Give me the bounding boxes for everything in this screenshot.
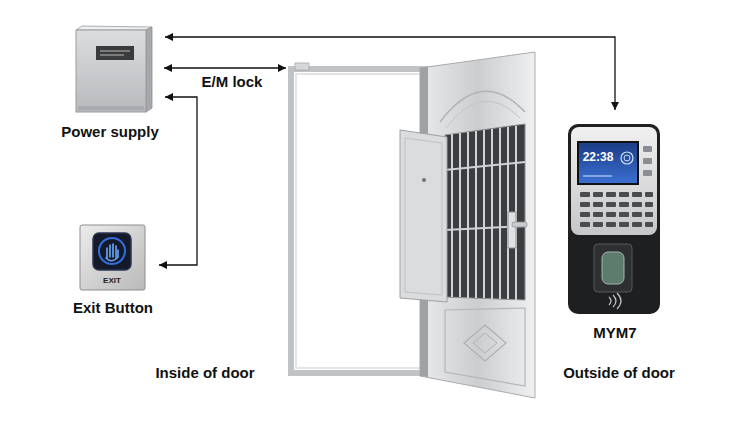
door-leaf-part [508,212,516,248]
exit-button-plate [80,225,145,290]
fingerprint-terminal-part [594,244,632,292]
door-leaf-part [445,124,525,300]
button-caption: EXIT [103,276,121,286]
power-supply-box-part [100,55,124,56]
side-label: Outside of door [563,364,675,382]
open-window-panel-part [400,130,447,302]
node-label: MYM7 [591,324,638,343]
exit-button-plate-part [93,233,131,270]
keypad-part [606,192,616,197]
fingerprint-terminal-part [602,252,624,284]
fingerprint-terminal-part [578,142,638,184]
keypad-part [580,222,590,227]
exit-button-node: Exit Button [67,222,159,318]
keypad [580,192,653,227]
keypad-part [619,212,629,217]
keypad-part [632,212,642,217]
keypad-part [619,222,629,227]
keypad-part [580,202,590,207]
keypad-part [593,202,603,207]
power-supply-box-part [100,51,130,52]
door-leaf-part [452,126,516,300]
fingerprint-terminal [568,124,660,314]
exit-button-plate-part [99,238,125,264]
power-supply-node: Power supply [55,22,165,142]
keypad-part [619,192,629,197]
keypad-part [606,202,616,207]
keypad-part [580,192,590,197]
open-window-panel-part [422,178,426,182]
fingerprint-terminal-part [568,124,660,314]
keypad-part [619,202,629,207]
fingerprint-terminal-part [583,175,612,177]
keypad-part [606,222,616,227]
terminal-node: MYM7 [565,110,665,343]
fingerprint-terminal-part [609,293,621,309]
keypad-part [645,212,653,217]
power-supply-box-part [96,46,134,60]
keypad-part [606,212,616,217]
door-leaf-part [473,333,497,353]
keypad-part [645,202,653,207]
door-leaf-part [445,308,525,386]
fingerprint-terminal-part [643,146,652,152]
fingerprint-terminal-part [643,170,652,176]
keypad-part [645,222,653,227]
lock-label: E/M lock [202,73,263,91]
door-leaf-part [446,101,520,128]
lock-wire [164,68,286,69]
fingerprint-terminal-part [621,152,633,164]
keypad-part [593,212,603,217]
side-label: Inside of door [155,364,254,382]
keypad-part [580,212,590,217]
door-leaf-part [440,91,525,122]
node-label: Exit Button [71,299,155,318]
power-supply-box [76,26,152,112]
wire-connector [165,37,615,110]
open-window-panel-part [405,138,442,295]
wire-connector [159,97,197,265]
screen-clock: 22:38 [583,150,614,164]
keypad-part [645,192,653,197]
power-supply-box-part [76,26,152,30]
power-supply-box-part [76,30,146,112]
exit-button-plate-part [106,244,118,261]
door-leaf-part [512,222,527,227]
open-window-panel [400,130,447,302]
keypad-part [593,222,603,227]
node-label: Power supply [59,123,161,142]
power-supply-box-part [146,27,152,112]
power-supply-box-part [78,106,144,110]
keypad-part [593,192,603,197]
keypad-part [632,192,642,197]
fingerprint-terminal-part [571,127,657,235]
keypad-part [632,202,642,207]
lock-wire-part [164,67,286,68]
keypad-part [632,222,642,227]
door-leaf-part [464,325,506,361]
exit-button-plate-part [80,225,145,290]
fingerprint-terminal-part [643,158,652,164]
fingerprint-terminal-part [624,155,630,161]
door-frame-part [295,63,309,70]
